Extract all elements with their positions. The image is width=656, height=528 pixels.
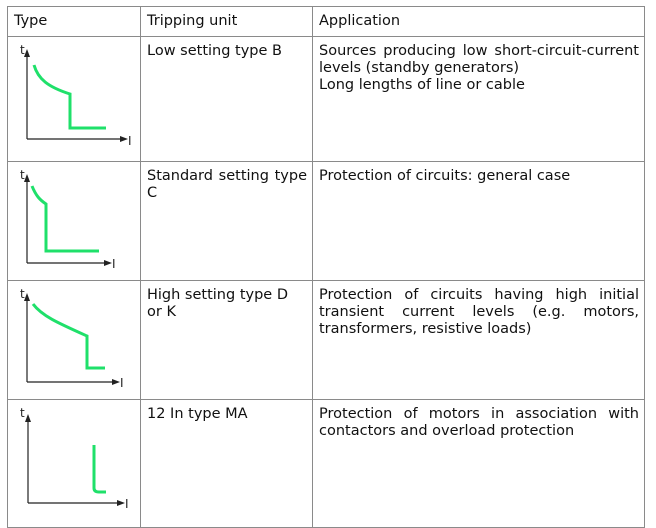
type-c-trip-curve <box>30 185 99 253</box>
tripping-unit-cell: Low setting type B <box>140 36 313 162</box>
tripping-unit-cell: Standard setting type C <box>140 161 313 281</box>
type-d-k-curve-icon: t I <box>20 287 124 390</box>
application-cell: Protection of motors in association with… <box>312 399 645 528</box>
application-line: Protection of motors in association with… <box>319 406 639 439</box>
axis-t-label: t <box>20 43 25 57</box>
header-application: Application <box>312 6 645 37</box>
type-d-k-curve-cell: t I <box>7 280 141 400</box>
type-ma-curve-cell: t I <box>7 399 141 528</box>
type-b-trip-curve <box>32 64 106 130</box>
tripping-unit-table: Type Tripping unit Application t I Low s… <box>7 6 645 528</box>
application-cell: Protection of circuits: general case <box>312 161 645 281</box>
axis-t-label: t <box>20 287 25 301</box>
tripping-unit-cell: High setting type D or K <box>140 280 313 400</box>
header-type: Type <box>7 6 141 37</box>
header-tripping-unit: Tripping unit <box>140 6 313 37</box>
type-ma-trip-curve <box>92 445 106 494</box>
axis-t-label: t <box>20 406 25 420</box>
axis-t-label: t <box>20 168 25 182</box>
type-b-curve-icon: t I <box>20 43 132 148</box>
type-ma-curve-icon: t I <box>20 406 129 511</box>
application-cell: Protection of circuits having high initi… <box>312 280 645 400</box>
application-line: Protection of circuits having high initi… <box>319 287 639 337</box>
table-row: t I High setting type D or K Protection … <box>7 280 645 400</box>
tripping-unit-cell: 12 In type MA <box>140 399 313 528</box>
application-line: Sources producing low short-circuit-curr… <box>319 43 639 76</box>
type-c-curve-icon: t I <box>20 168 116 271</box>
type-b-curve-cell: t I <box>7 36 141 162</box>
axis-i-label: I <box>128 134 132 148</box>
axis-i-label: I <box>112 257 116 271</box>
table-row: t I 12 In type MA Protection of motors i… <box>7 399 645 528</box>
axis-i-label: I <box>120 376 124 390</box>
table-header-row: Type Tripping unit Application <box>7 6 645 37</box>
application-line: Long lengths of line or cable <box>319 77 525 93</box>
table-row: t I Low setting type B Sources producing… <box>7 36 645 162</box>
application-cell: Sources producing low short-circuit-curr… <box>312 36 645 162</box>
axis-i-label: I <box>125 497 129 511</box>
type-c-curve-cell: t I <box>7 161 141 281</box>
application-line: Protection of circuits: general case <box>319 168 571 184</box>
table-row: t I Standard setting type C Protection o… <box>7 161 645 281</box>
type-d-k-trip-curve <box>31 303 105 370</box>
